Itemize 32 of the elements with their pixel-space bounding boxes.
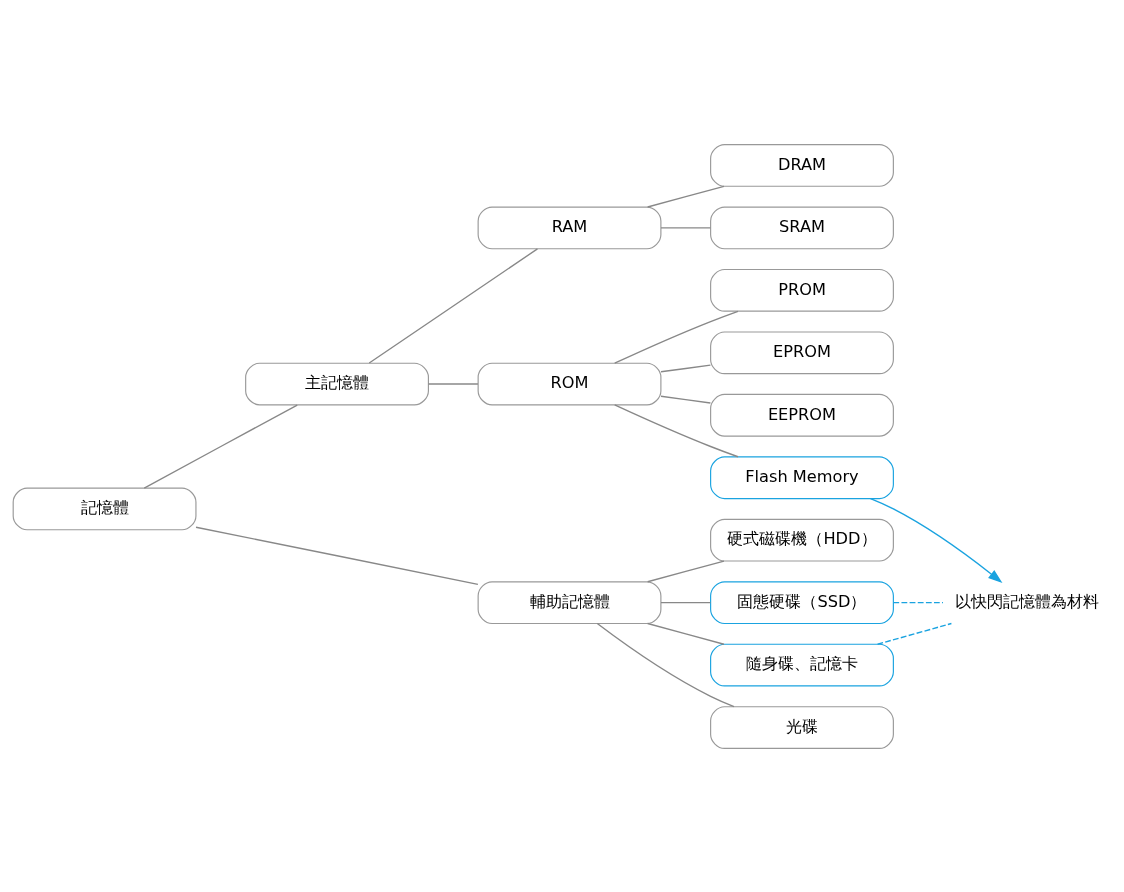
node-box: PROM <box>710 268 894 312</box>
connector <box>660 363 712 372</box>
connector <box>876 622 953 645</box>
connector <box>427 382 479 385</box>
node-box: 主記憶體 <box>245 362 429 405</box>
node-box: 記憶體 <box>12 487 197 530</box>
node-box: 光碟 <box>710 705 894 749</box>
node-box: Flash Memory <box>710 455 894 499</box>
connector <box>646 559 725 582</box>
connector <box>646 622 725 645</box>
connector <box>368 247 539 364</box>
node-box: 硬式磁碟機（HDD） <box>710 518 894 562</box>
node-text: 以快閃記憶體為材料 <box>954 591 1099 611</box>
node-box: EEPROM <box>710 393 894 437</box>
node-box: 固態硬碟（SSD） <box>710 580 894 624</box>
node-box: SRAM <box>710 206 894 249</box>
arrow <box>869 497 1003 583</box>
connector <box>646 185 725 208</box>
node-box: 隨身碟、記憶卡 <box>710 643 894 686</box>
node-box: ROM <box>477 362 662 405</box>
node-box: 輔助記憶體 <box>477 580 662 624</box>
node-box: EPROM <box>710 330 894 374</box>
connector <box>143 403 298 489</box>
connector <box>660 395 712 404</box>
connector <box>660 226 712 229</box>
connector <box>195 526 479 585</box>
node-box: DRAM <box>710 143 894 187</box>
connector <box>614 310 739 364</box>
connector <box>596 622 735 707</box>
connector <box>892 601 944 603</box>
connector <box>660 601 712 603</box>
node-box: RAM <box>477 206 662 249</box>
